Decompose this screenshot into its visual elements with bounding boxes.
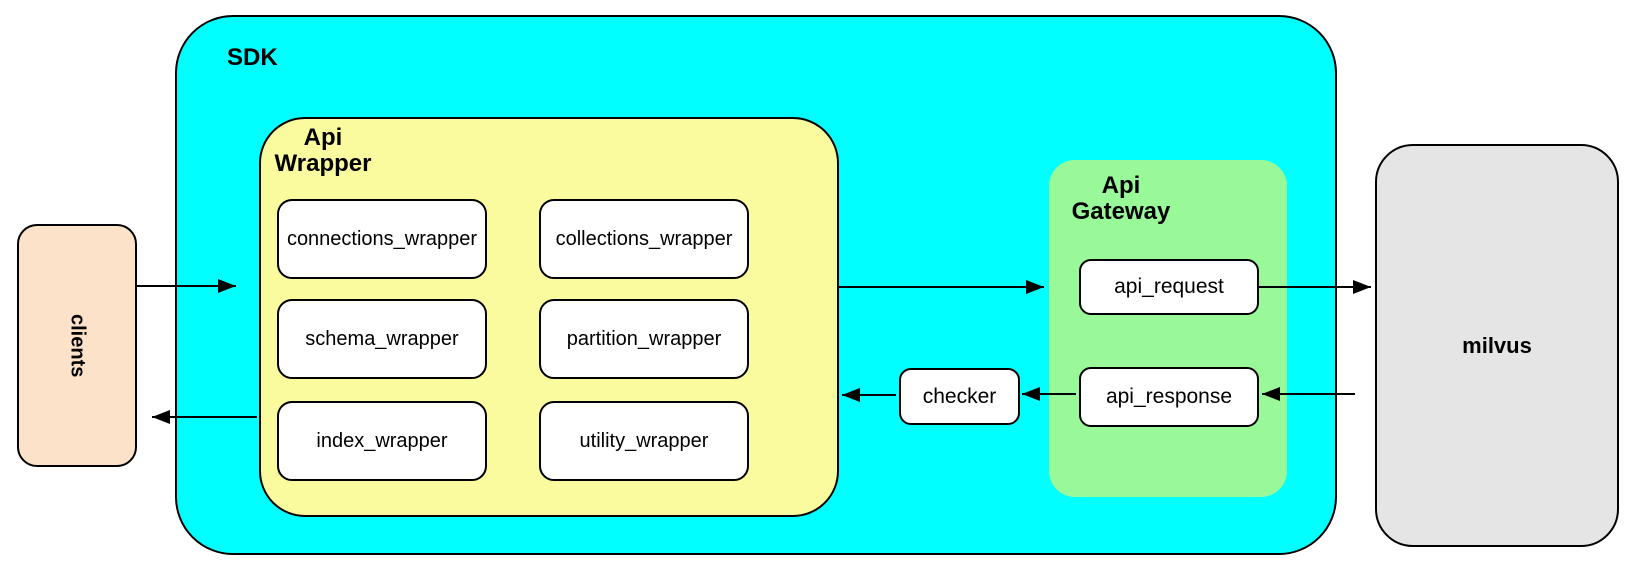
api-wrapper-label-line1: Api — [303, 124, 343, 151]
node-api-gateway: Api Gateway api_request api_response — [1049, 160, 1287, 497]
node-clients-label: clients — [66, 313, 89, 378]
node-api-wrapper: Api Wrapper connections_wrapper collecti… — [259, 117, 839, 517]
api-gateway-label-line1: Api — [1101, 172, 1141, 199]
node-connections-wrapper: connections_wrapper — [277, 199, 487, 279]
node-milvus-label: milvus — [1462, 332, 1532, 358]
node-api-gateway-label: Api Gateway — [1069, 173, 1173, 225]
api-gateway-label-line2: Gateway — [1071, 198, 1171, 225]
node-utility-wrapper: utility_wrapper — [539, 401, 749, 481]
node-sdk-label: SDK — [227, 44, 278, 71]
node-index-wrapper: index_wrapper — [277, 401, 487, 481]
node-api-response: api_response — [1079, 367, 1259, 427]
node-api-wrapper-label: Api Wrapper — [271, 125, 375, 177]
node-checker: checker — [899, 368, 1020, 425]
api-wrapper-label-line2: Wrapper — [274, 150, 372, 177]
node-api-request: api_request — [1079, 259, 1259, 315]
node-sdk: SDK Api Wrapper connections_wrapper coll… — [175, 15, 1337, 555]
node-schema-wrapper: schema_wrapper — [277, 299, 487, 379]
node-collections-wrapper: collections_wrapper — [539, 199, 749, 279]
node-partition-wrapper: partition_wrapper — [539, 299, 749, 379]
node-milvus: milvus — [1375, 144, 1619, 547]
node-clients: clients — [17, 224, 137, 467]
